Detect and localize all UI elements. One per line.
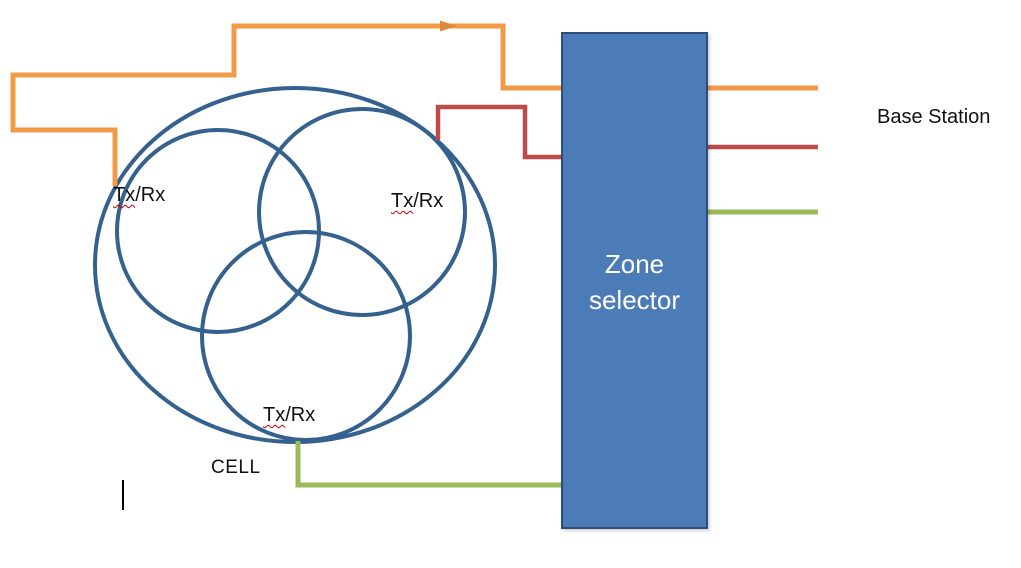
orange-arrowhead-icon (440, 20, 457, 32)
red-connector-line (435, 104, 562, 160)
txrx-suffix: /Rx (135, 184, 166, 206)
zone-selector-label-line2: selector (588, 285, 681, 315)
text-cursor (122, 480, 124, 510)
txrx-prefix: Tx (263, 404, 286, 426)
txrx-suffix: /Rx (285, 404, 316, 426)
orange-connector-line (10, 23, 562, 186)
txrx-suffix: /Rx (413, 190, 444, 212)
txrx-label-top-left: Tx/Rx (113, 184, 165, 206)
txrx-prefix: Tx (391, 190, 414, 212)
txrx-label-bottom: Tx/Rx (263, 404, 315, 426)
txrx-label-top-right: Tx/Rx (391, 190, 443, 212)
zone-selector-box: Zone selector (561, 32, 708, 529)
zone-circle-bottom (200, 230, 412, 442)
cell-ellipse (93, 86, 497, 444)
green-connector-line (295, 441, 562, 488)
cell-label: CELL (211, 457, 261, 478)
zone-circle-top-left (115, 128, 321, 334)
txrx-prefix: Tx (113, 184, 136, 206)
zone-circle-top-right (257, 107, 467, 317)
base-station-label: Base Station (877, 106, 991, 128)
zone-selector-label-line1: Zone (604, 249, 665, 279)
